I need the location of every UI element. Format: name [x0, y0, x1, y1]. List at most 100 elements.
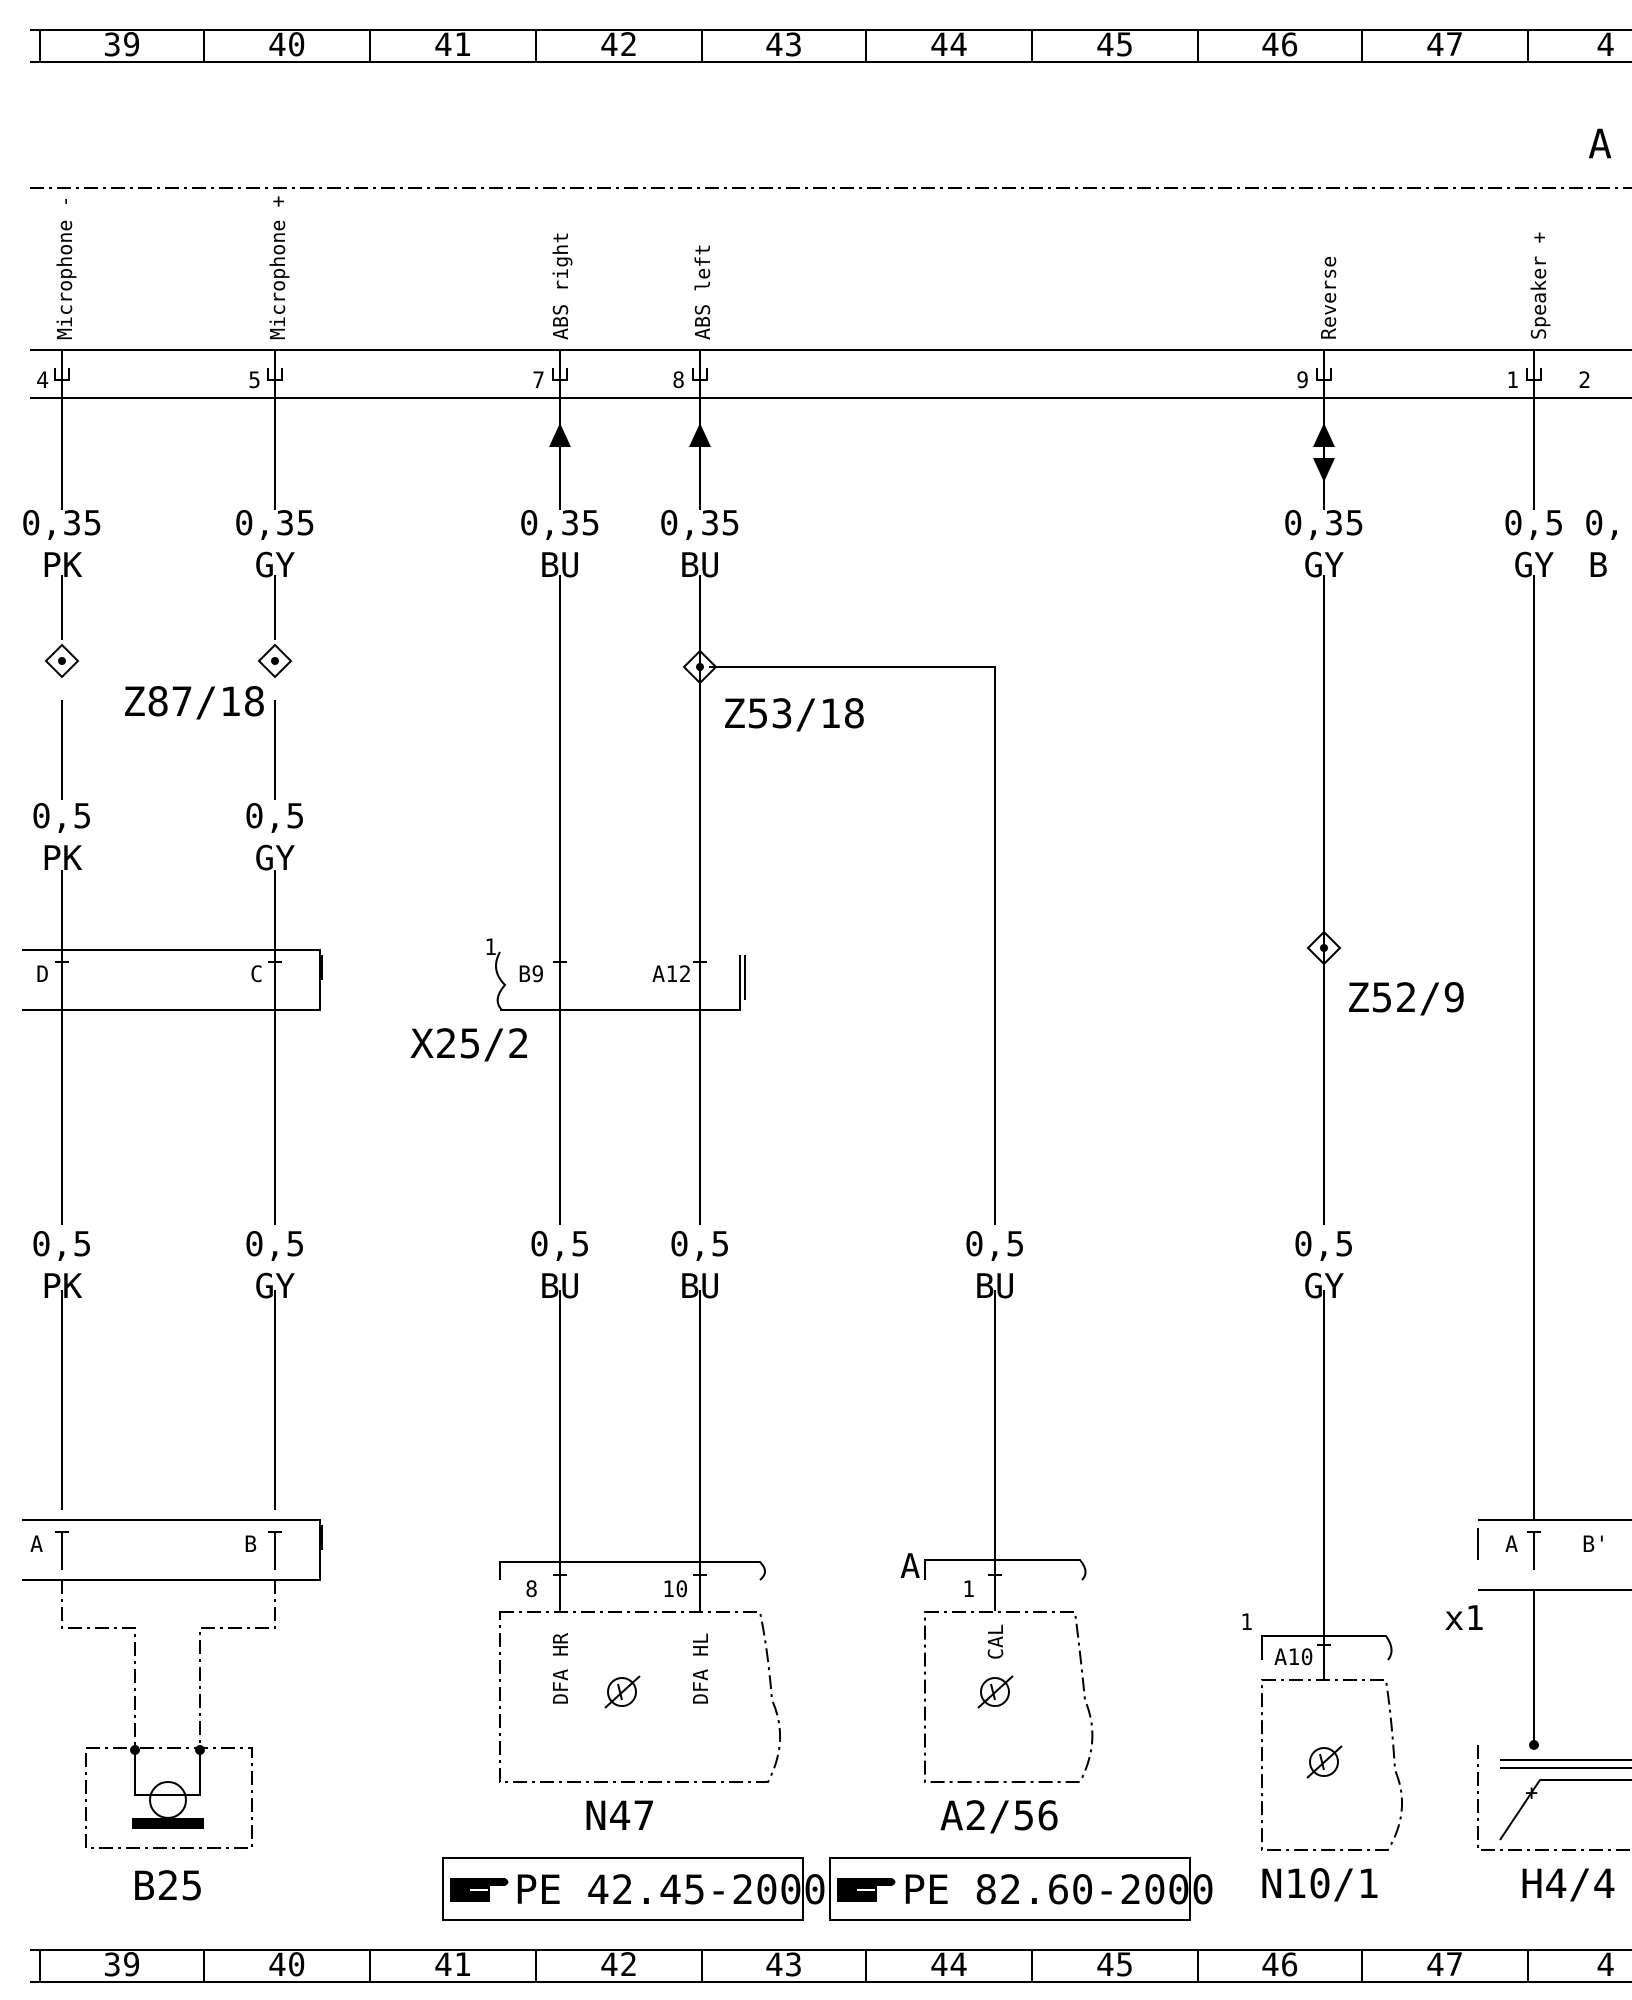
component-b25: B25	[61, 1580, 276, 1910]
splices: Z87/18 Z53/18 Z52/9	[44, 643, 1466, 1022]
pin-number-9: 9	[1296, 369, 1309, 394]
wire-color-mic-plus-low: GY	[255, 1267, 296, 1307]
connector-x1-label: x1	[1444, 1599, 1485, 1639]
n47-signal-dfa-hl: DFA HL	[689, 1633, 713, 1705]
splice-diamond-mic-minus	[44, 643, 80, 679]
module-pin-symbols	[54, 350, 1542, 381]
ruler-bottom-46: 46	[1261, 1946, 1300, 1984]
component-h4-4: A B' x1 + H4/4	[1444, 1519, 1632, 1908]
ruler-bottom-40: 40	[268, 1946, 307, 1984]
wire-color-reverse: GY	[1304, 546, 1345, 586]
wire-color-abs-right-low: BU	[540, 1267, 581, 1307]
connector-x25-label: X25/2	[410, 1022, 530, 1068]
transistor-icon	[1306, 1745, 1343, 1779]
ruler-top-40: 40	[268, 26, 307, 64]
component-label-h4-4: H4/4	[1520, 1862, 1616, 1908]
wire-size-mic-minus: 0,35	[21, 504, 103, 544]
wire-size-abs-right-low: 0,5	[529, 1225, 590, 1265]
connector-x25-number: 1	[484, 936, 497, 961]
splice-label-z87: Z87/18	[122, 680, 267, 726]
n47-pin-10: 10	[662, 1578, 689, 1603]
wire-labels-mid: 0,5 PK 0,5 GY	[31, 797, 305, 879]
a2-signal-cal: CAL	[984, 1624, 1008, 1660]
wire-size-abs-left-low: 0,5	[669, 1225, 730, 1265]
wire-color-reverse-low: GY	[1304, 1267, 1345, 1307]
arrow-reverse-down	[1313, 458, 1335, 482]
reference-text-pe-42: PE 42.45-2000	[514, 1868, 827, 1914]
svg-text:+: +	[1525, 1781, 1538, 1806]
pin-number-7: 7	[532, 369, 545, 394]
connector-pin-b9: B9	[518, 963, 545, 988]
signal-arrows	[549, 423, 1335, 482]
wire-size-mic-plus-low: 0,5	[244, 1225, 305, 1265]
wire-size-mic-minus-mid: 0,5	[31, 797, 92, 837]
component-n10-1: 1 A10 N10/1	[1240, 1611, 1404, 1908]
pointing-hand-icon	[837, 1878, 896, 1902]
ruler-top-42: 42	[600, 26, 639, 64]
wire-size-mic-plus: 0,35	[234, 504, 316, 544]
splice-diamond-reverse	[1306, 930, 1342, 966]
a2-letter: A	[900, 1547, 920, 1587]
wire-cal-branch	[709, 666, 996, 1225]
wire-color-mic-minus-mid: PK	[42, 839, 83, 879]
wire-color-mic-plus: GY	[255, 546, 296, 586]
ruler-bottom-45: 45	[1096, 1946, 1135, 1984]
wire-size-cal-low: 0,5	[964, 1225, 1025, 1265]
component-label-n10-1: N10/1	[1260, 1862, 1380, 1908]
wire-labels-low: 0,5 PK 0,5 GY 0,5 BU 0,5 BU 0,5 BU 0,5 G…	[31, 1225, 1354, 1307]
wire-color-abs-left: BU	[680, 546, 721, 586]
top-ruler: 39 40 41 42 43 44 45 46 47 4	[30, 26, 1632, 64]
component-label-a2-56: A2/56	[940, 1794, 1060, 1840]
ruler-top-39: 39	[103, 26, 142, 64]
pin-name-reverse: Reverse	[1317, 256, 1341, 340]
wire-size-mic-plus-mid: 0,5	[244, 797, 305, 837]
module-pin-numbers: 4 5 7 8 9 1 2	[36, 369, 1591, 394]
component-n47: 8 10 DFA HR DFA HL N47	[499, 1561, 781, 1840]
wire-color-mic-minus: PK	[42, 546, 83, 586]
pin-name-abs-left: ABS left	[691, 244, 715, 340]
transistor-icon	[977, 1675, 1014, 1709]
pin-number-5: 5	[248, 369, 261, 394]
sheet-letter: A	[1588, 122, 1612, 168]
ruler-top-45: 45	[1096, 26, 1135, 64]
wire-size-abs-right: 0,35	[519, 504, 601, 544]
splice-diamond-mic-plus	[257, 643, 293, 679]
arrow-abs-right	[549, 423, 571, 447]
n47-pin-8: 8	[525, 1578, 538, 1603]
wire-size-partial: 0,	[1584, 504, 1625, 544]
connector-pin-b: B	[244, 1533, 257, 1558]
component-label-b25: B25	[132, 1864, 204, 1910]
ruler-bottom-41: 41	[434, 1946, 473, 1984]
microphone-icon	[149, 1781, 187, 1819]
wire-color-abs-right: BU	[540, 546, 581, 586]
ruler-bottom-44: 44	[930, 1946, 969, 1984]
ruler-top-46: 46	[1261, 26, 1300, 64]
connector-upper-left: D C	[22, 949, 323, 1011]
ruler-bottom-47: 47	[1426, 1946, 1465, 1984]
ruler-bottom-partial: 4	[1596, 1946, 1615, 1984]
splice-label-z53: Z53/18	[722, 692, 867, 738]
bottom-ruler: 39 40 41 42 43 44 45 46 47 4	[30, 1946, 1632, 1984]
wires	[61, 380, 1535, 1745]
ruler-top-43: 43	[765, 26, 804, 64]
pin-name-microphone-plus: Microphone +	[266, 196, 290, 341]
reference-pe-42[interactable]: PE 42.45-2000	[442, 1857, 827, 1921]
reference-pe-82[interactable]: PE 82.60-2000	[829, 1857, 1215, 1921]
pin-name-abs-right: ABS right	[549, 232, 573, 340]
splice-label-z52: Z52/9	[1346, 976, 1466, 1022]
control-module-band	[30, 187, 1632, 399]
pin-name-microphone-minus: Microphone -	[53, 196, 77, 341]
wire-size-reverse-low: 0,5	[1293, 1225, 1354, 1265]
connector-pin-c: C	[250, 963, 263, 988]
h4-pin-b: B'	[1582, 1533, 1609, 1558]
connector-pin-a12: A12	[652, 963, 692, 988]
n47-signal-dfa-hr: DFA HR	[549, 1632, 573, 1705]
wire-size-speaker: 0,5	[1503, 504, 1564, 544]
speaker-icon: +	[1499, 1759, 1632, 1841]
splice-diamond-abs-left	[682, 649, 718, 685]
wire-color-abs-left-low: BU	[680, 1267, 721, 1307]
wire-size-mic-minus-low: 0,5	[31, 1225, 92, 1265]
ruler-top-44: 44	[930, 26, 969, 64]
arrow-abs-left	[689, 423, 711, 447]
component-label-n47: N47	[584, 1794, 656, 1840]
